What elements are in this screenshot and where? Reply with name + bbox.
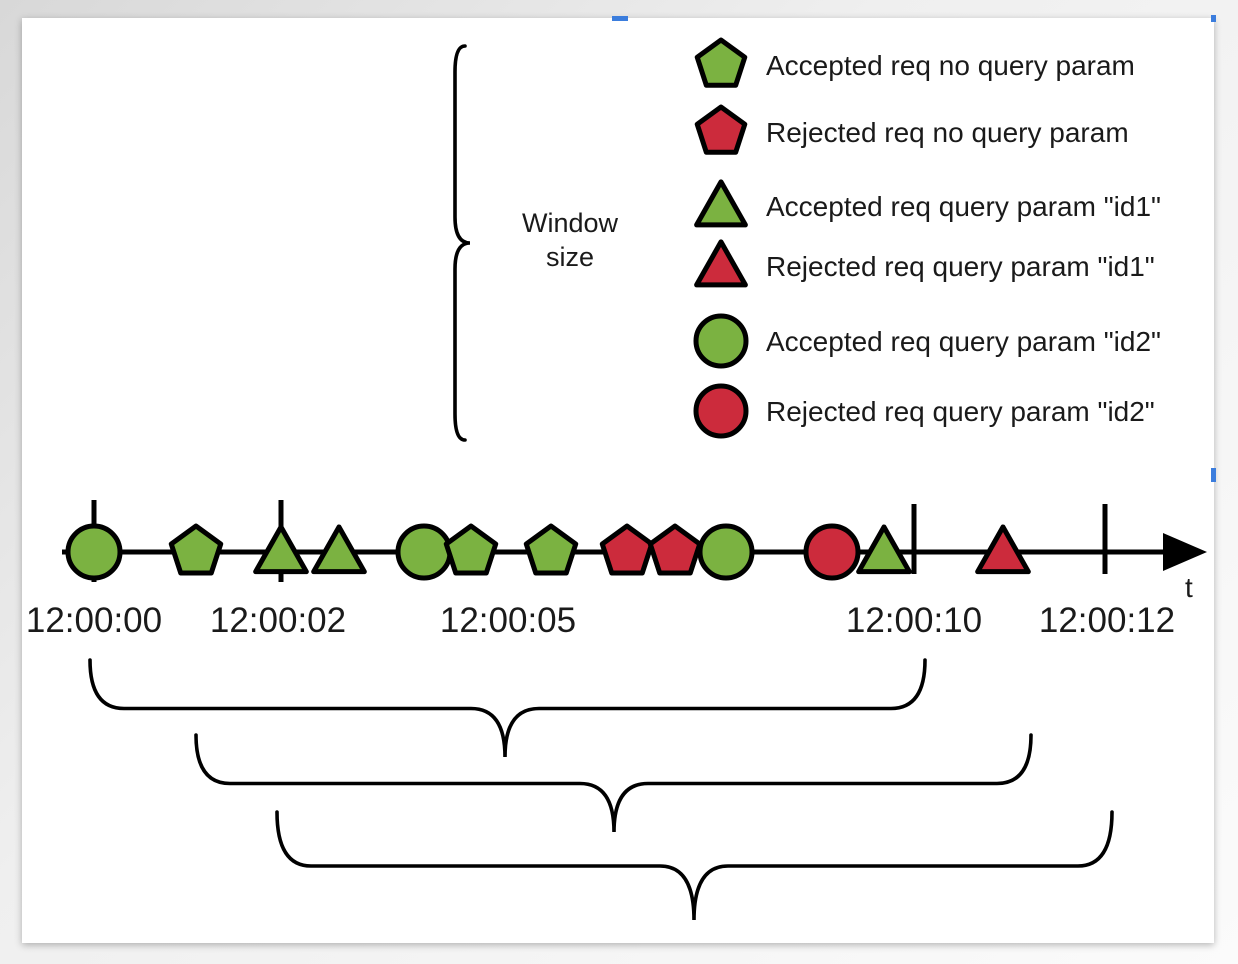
selection-handle-top[interactable] bbox=[612, 16, 628, 21]
selection-handle-top-right[interactable] bbox=[1211, 15, 1216, 22]
timeline-tick-label-0: 12:00:00 bbox=[26, 601, 162, 640]
legend-swatch-4-accepted-circle bbox=[693, 313, 749, 369]
timeline-marker-10-rejected-circle bbox=[803, 523, 861, 581]
legend-label-0: Accepted req no query param bbox=[766, 50, 1135, 81]
window-3-brace bbox=[275, 810, 1114, 921]
legend-swatch-1-rejected-pentagon bbox=[694, 104, 748, 155]
legend-swatch-5-rejected-circle bbox=[693, 383, 749, 439]
timeline-tick-label-4: 12:00:12 bbox=[1039, 601, 1175, 640]
legend-label-3: Rejected req query param "id1" bbox=[766, 251, 1155, 282]
window-size-brace bbox=[453, 44, 471, 442]
diagram-canvas bbox=[22, 18, 1214, 943]
timeline-marker-0-accepted-circle bbox=[65, 523, 123, 581]
legend-swatch-2-accepted-triangle bbox=[694, 179, 748, 228]
timeline-marker-4-accepted-circle bbox=[395, 523, 453, 581]
legend-label-1: Rejected req no query param bbox=[766, 117, 1129, 148]
timeline-axis-arrowhead bbox=[1163, 533, 1207, 571]
window-size-label-line2: size bbox=[546, 242, 594, 272]
legend-swatch-0-accepted-pentagon bbox=[694, 37, 748, 88]
timeline-marker-8-rejected-pentagon bbox=[647, 523, 703, 576]
legend-label-4: Accepted req query param "id2" bbox=[766, 326, 1161, 357]
timeline-tick-label-3: 12:00:10 bbox=[846, 601, 982, 640]
timeline-marker-7-rejected-pentagon bbox=[599, 523, 655, 576]
timeline-marker-6-accepted-pentagon bbox=[523, 523, 579, 576]
timeline-marker-11-accepted-triangle bbox=[856, 524, 912, 575]
timeline-axis-label-t: t bbox=[1185, 572, 1193, 603]
timeline-marker-2-accepted-triangle bbox=[253, 524, 309, 575]
window-2-brace bbox=[194, 733, 1033, 833]
timeline-tick-label-2: 12:00:05 bbox=[440, 601, 576, 640]
timeline-tick-label-1: 12:00:02 bbox=[210, 601, 346, 640]
timeline-marker-9-accepted-circle bbox=[697, 523, 755, 581]
legend-label-2: Accepted req query param "id1" bbox=[766, 191, 1161, 222]
timeline-marker-3-accepted-triangle bbox=[311, 524, 367, 575]
legend-swatch-3-rejected-triangle bbox=[694, 239, 748, 288]
selection-handle-middle-right[interactable] bbox=[1211, 468, 1216, 482]
legend-label-5: Rejected req query param "id2" bbox=[766, 396, 1155, 427]
timeline-marker-12-rejected-triangle bbox=[975, 524, 1031, 575]
window-size-label-line1: Window bbox=[522, 208, 619, 238]
timeline-marker-5-accepted-pentagon bbox=[443, 523, 499, 576]
timeline-marker-1-accepted-pentagon bbox=[168, 523, 224, 576]
window-1-brace bbox=[88, 658, 927, 758]
